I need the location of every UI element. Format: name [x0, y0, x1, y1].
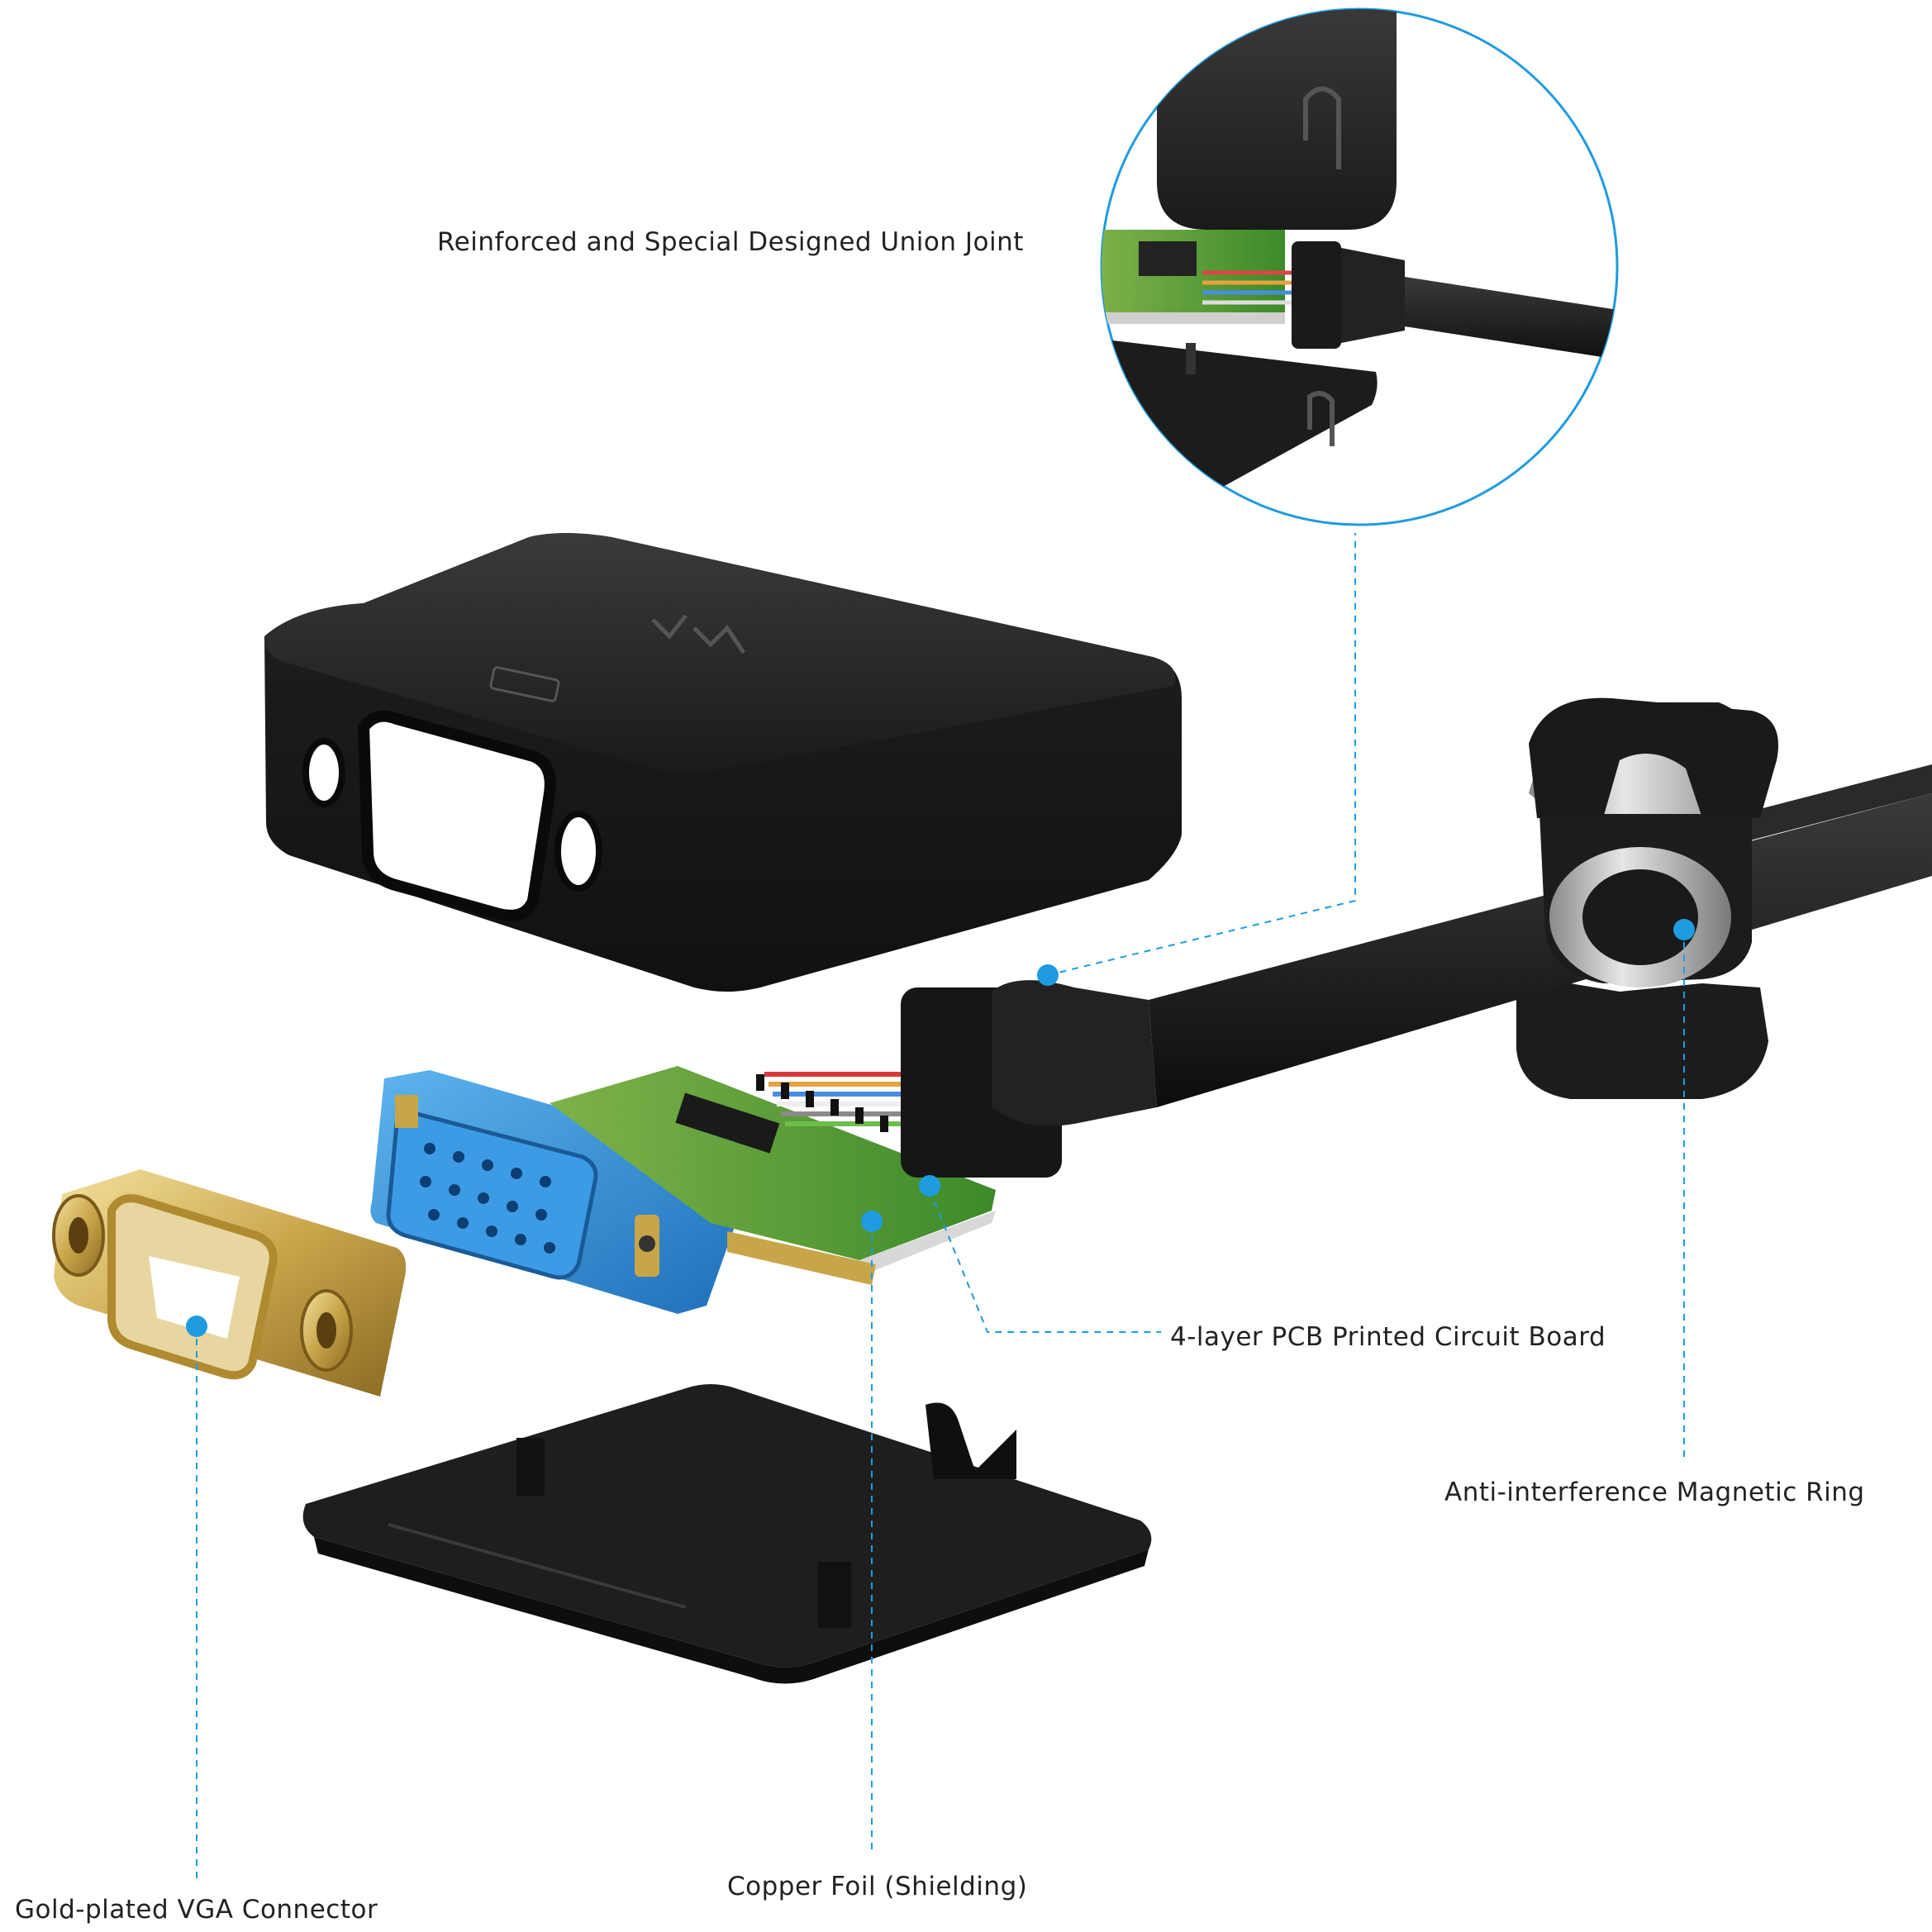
magnetic-ring [1516, 697, 1778, 1099]
label-union-joint: Reinforced and Special Designed Union Jo… [437, 227, 1024, 257]
label-copper-foil: Copper Foil (Shielding) [727, 1872, 1028, 1901]
label-vga-connector: Gold-plated VGA Connector [15, 1895, 378, 1925]
dot-copper-foil [861, 1211, 883, 1232]
label-pcb: 4-layer PCB Printed Circuit Board [1170, 1322, 1606, 1352]
callout-lines [196, 533, 1685, 1880]
leader-pcb [929, 1189, 1161, 1333]
blue-vga-port [370, 1070, 754, 1314]
bottom-cover [302, 1384, 1152, 1684]
label-magnetic-ring: Anti-interference Magnetic Ring [1444, 1478, 1865, 1507]
dot-magnetic-ring [1673, 919, 1695, 940]
dot-gold-vga [186, 1316, 207, 1337]
top-housing [264, 533, 1182, 992]
union-joint-zoom-inset [1100, 7, 1619, 526]
dot-union-joint [1037, 964, 1059, 986]
callout-dots [186, 919, 1695, 1337]
dot-pcb [919, 1175, 940, 1197]
gold-vga-connector [52, 1169, 407, 1397]
leader-union-joint [1047, 533, 1356, 976]
